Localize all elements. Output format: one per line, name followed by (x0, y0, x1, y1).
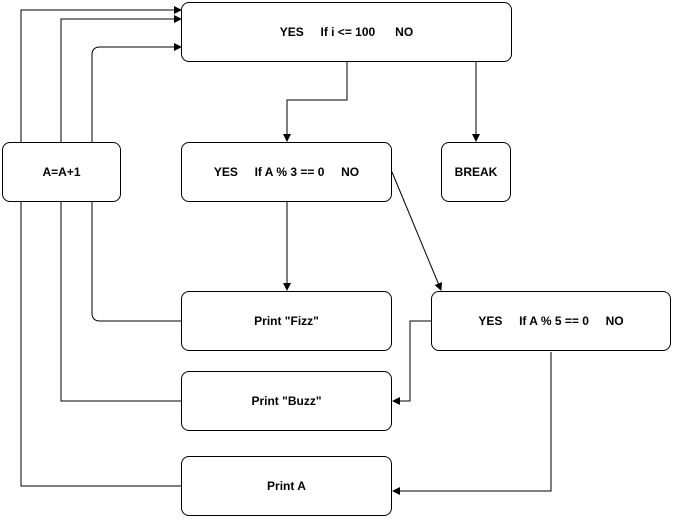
mod3-condition-node: YES If A % 3 == 0 NO (181, 142, 392, 202)
edge-print-a-to-loop (20, 6, 182, 487)
print-a-label: Print A (267, 479, 306, 493)
print-a-node: Print A (181, 456, 392, 516)
edge-buzz-to-loop (60, 15, 182, 402)
edge-mod5-to-print-a (392, 352, 552, 495)
edge-loop-to-mod3 (283, 62, 348, 142)
edge-mod5-to-buzz (392, 320, 431, 405)
print-fizz-label: Print "Fizz" (254, 314, 319, 328)
mod5-condition-node: YES If A % 5 == 0 NO (431, 291, 671, 351)
mod3-condition-label: YES If A % 3 == 0 NO (213, 165, 360, 179)
edge-mod3-to-mod5 (391, 171, 443, 291)
loop-condition-label: YES If i <= 100 NO (279, 25, 414, 39)
mod5-condition-label: YES If A % 5 == 0 NO (478, 314, 624, 328)
print-fizz-node: Print "Fizz" (181, 291, 392, 351)
break-label: BREAK (454, 165, 498, 179)
break-node: BREAK (441, 142, 511, 202)
increment-label: A=A+1 (42, 165, 81, 179)
print-buzz-label: Print "Buzz" (251, 394, 322, 408)
print-buzz-node: Print "Buzz" (181, 371, 392, 431)
loop-condition-node: YES If i <= 100 NO (181, 2, 512, 62)
increment-node: A=A+1 (2, 142, 121, 202)
